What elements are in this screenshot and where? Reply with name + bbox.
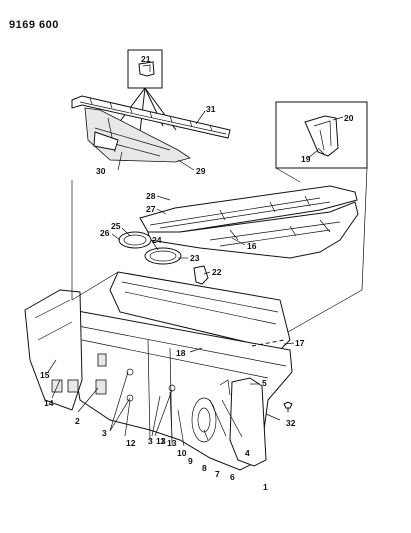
- cowl-lower-screen: [147, 201, 359, 259]
- screw-32: [283, 401, 293, 412]
- callout-1: 1: [263, 482, 268, 492]
- callout-22: 22: [212, 267, 222, 277]
- callout-15: 15: [40, 370, 50, 380]
- callout-13: 13: [167, 438, 177, 448]
- callout-28: 28: [146, 191, 156, 201]
- callout-24: 24: [152, 235, 162, 245]
- callout-19: 19: [301, 154, 311, 164]
- callout-25: 25: [111, 221, 121, 231]
- callout-16: 16: [247, 241, 257, 251]
- callout-3b: 3: [148, 436, 153, 446]
- inset-box-bracket: [275, 101, 368, 169]
- leader-lines: [71, 167, 368, 333]
- callout-14: 14: [44, 398, 54, 408]
- callout-30: 30: [96, 166, 106, 176]
- callout-20: 20: [344, 113, 354, 123]
- callout-29: 29: [196, 166, 206, 176]
- callout-31: 31: [206, 104, 216, 114]
- callout-32: 32: [286, 418, 296, 428]
- dash-panel-assembly: [24, 271, 293, 471]
- document-id: 9169 600: [9, 19, 59, 31]
- callout-3c: 3: [161, 436, 166, 446]
- callout-26: 26: [100, 228, 110, 238]
- bracket-22: [193, 265, 209, 285]
- inset-box-clip: [111, 49, 177, 133]
- callout-2: 2: [75, 416, 80, 426]
- callout-12: 12: [126, 438, 136, 448]
- callout-11: 11: [156, 436, 165, 446]
- callout-9: 9: [188, 456, 193, 466]
- callout-labels: 1 2 3 3 3 4 5 6 7 8 9 10 11 12 13 14 15 …: [40, 54, 354, 492]
- callout-7: 7: [215, 469, 220, 479]
- callout-17: 17: [295, 338, 305, 348]
- callout-leaders: [47, 110, 344, 447]
- callout-3a: 3: [102, 428, 107, 438]
- callout-4: 4: [245, 448, 250, 458]
- callout-21: 21: [141, 54, 151, 64]
- callout-23: 23: [190, 253, 200, 263]
- callout-6: 6: [230, 472, 235, 482]
- cowl-screen: [139, 185, 358, 233]
- callout-18: 18: [176, 348, 186, 358]
- cowl-top-rail: [71, 95, 231, 163]
- callout-27: 27: [146, 204, 156, 214]
- callout-8: 8: [202, 463, 207, 473]
- callout-10: 10: [177, 448, 187, 458]
- grommets: [118, 231, 182, 265]
- callout-5: 5: [262, 378, 267, 388]
